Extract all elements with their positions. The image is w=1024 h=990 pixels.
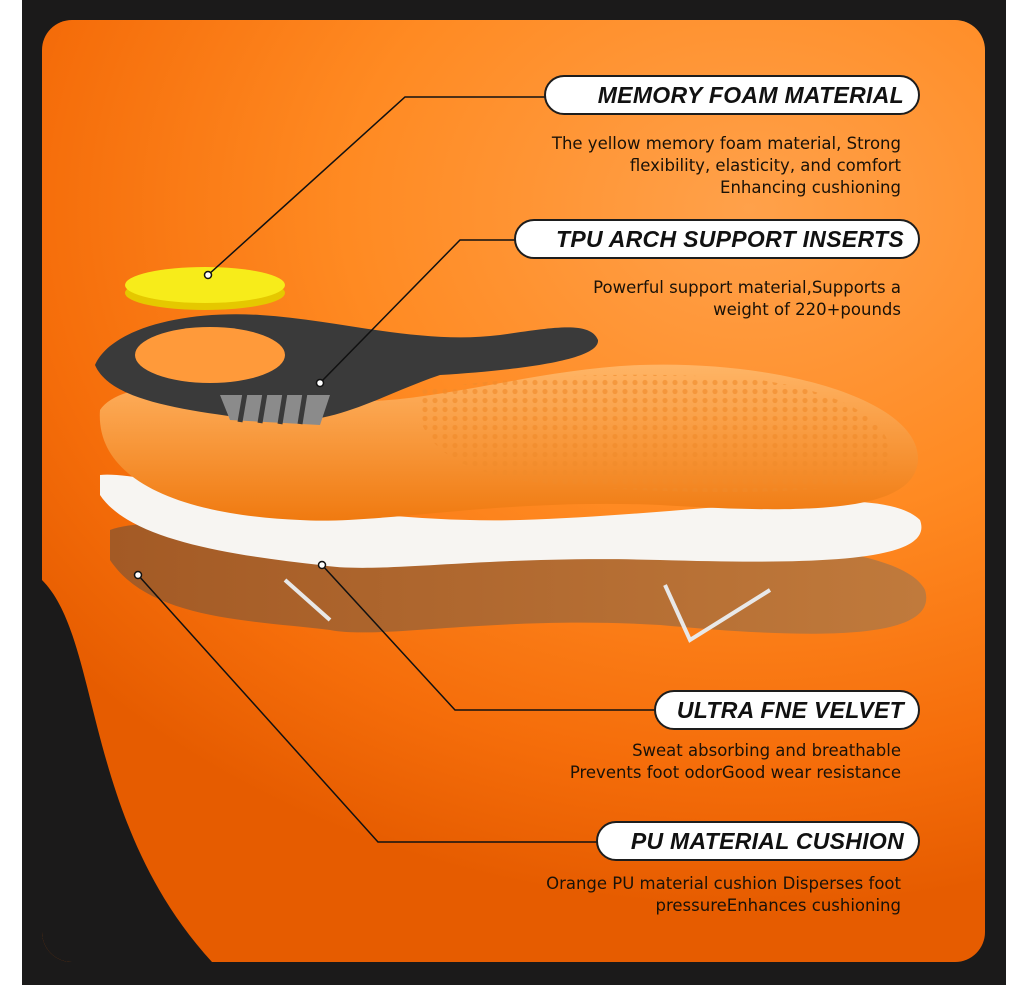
velvet-label: ULTRA FNE VELVET (654, 690, 920, 730)
pu-cushion-label: PU MATERIAL CUSHION (596, 821, 920, 861)
leader-lines (137, 96, 655, 843)
description-line: Orange PU material cushion Disperses foo… (546, 874, 901, 893)
description-line: weight of 220+pounds (713, 300, 901, 319)
tpu-arch-description: Powerful support material,Supports a wei… (593, 277, 901, 321)
callout-dot (133, 570, 143, 580)
description-line: flexibility, elasticity, and comfort (629, 156, 901, 175)
pu-cushion-description: Orange PU material cushion Disperses foo… (546, 873, 901, 917)
description-line: Powerful support material,Supports a (593, 278, 901, 297)
white-layer (100, 474, 922, 568)
callout-dot (317, 560, 327, 570)
callout-dot (315, 378, 325, 388)
callout-dot (203, 270, 213, 280)
description-line: Enhancing cushioning (720, 178, 901, 197)
description-line: pressureEnhances cushioning (655, 896, 901, 915)
velvet-description: Sweat absorbing and breathable Prevents … (570, 740, 901, 784)
description-line: Prevents foot odorGood wear resistance (569, 763, 901, 782)
memory-foam-description: The yellow memory foam material, Strong … (552, 133, 901, 199)
tpu-arch-label: TPU ARCH SUPPORT INSERTS (514, 219, 920, 259)
description-line: Sweat absorbing and breathable (632, 741, 901, 760)
memory-foam-label: MEMORY FOAM MATERIAL (544, 75, 920, 115)
description-line: The yellow memory foam material, Strong (551, 134, 901, 153)
